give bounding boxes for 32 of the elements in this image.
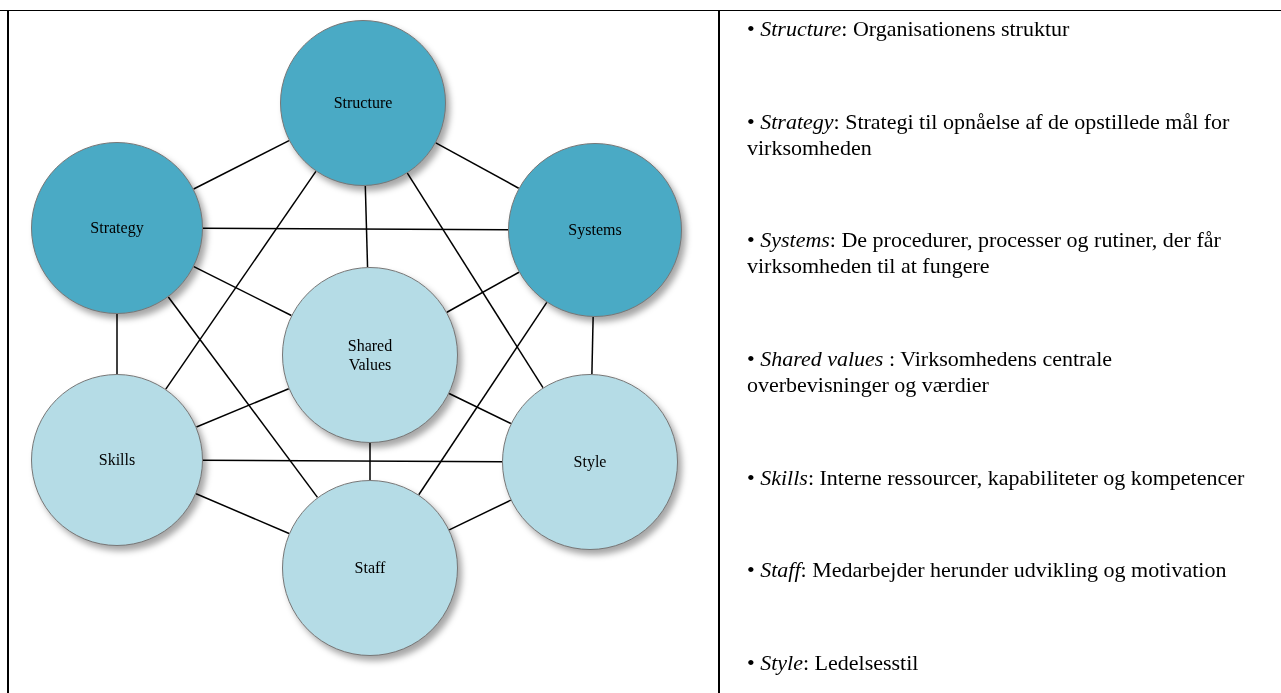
node-label: Structure <box>332 93 394 113</box>
node-label: Skills <box>97 450 137 470</box>
bullet-text: • Skills: Interne ressourcer, kapabiliteter og kompetencer <box>747 464 1246 491</box>
node-label: Shared Values <box>346 335 394 375</box>
connector-line <box>116 313 118 375</box>
bullet-text: • Systems: De procedurer, processer og rutiner, der får virksomheden til at fungere <box>747 227 1222 280</box>
connector-line <box>165 170 317 390</box>
node-label: Style <box>572 452 608 472</box>
connector-line <box>435 142 520 189</box>
connector-line <box>364 185 369 268</box>
connector-line <box>195 493 290 535</box>
bullet-text: • Structure: Organisationens struktur <box>747 16 1071 42</box>
connector-line <box>202 227 509 231</box>
node-label: Systems <box>567 220 623 240</box>
connector-line <box>448 392 512 425</box>
connector-line <box>193 265 293 317</box>
connector-line <box>167 296 319 499</box>
connector-line <box>446 271 520 313</box>
connector-line <box>202 459 503 463</box>
node-label: Strategy <box>89 218 145 238</box>
connector-line <box>195 388 290 428</box>
bullet-text: • Style: Ledelsesstil <box>747 649 920 676</box>
connector-line <box>591 316 594 375</box>
connector-line <box>192 139 290 190</box>
connector-line <box>406 172 544 389</box>
bullet-text: • Strategy: Strategi til opnåelse af de opstillede mål for virksomheden <box>747 108 1231 161</box>
connector-line <box>369 442 371 481</box>
node-label: Staff <box>353 558 387 578</box>
connector-line <box>448 499 512 531</box>
connector-line <box>418 301 548 496</box>
bullet-text: • Shared values : Virksomhedens centrale overbevisninger og værdier <box>747 345 1113 398</box>
bullet-text: • Staff: Medarbejder herunder udvikling og motivation <box>747 557 1228 584</box>
